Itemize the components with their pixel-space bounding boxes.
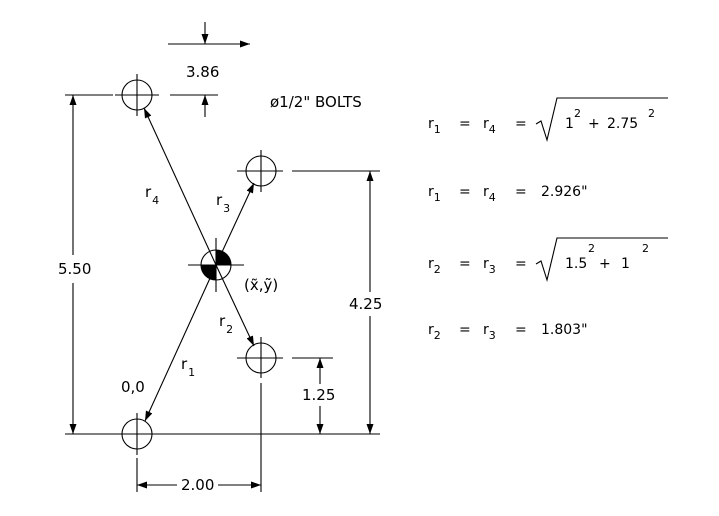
dim-height-right-label: 4.25 bbox=[349, 295, 382, 313]
eq3-radical bbox=[535, 237, 668, 283]
eq3-rad-a-exp: 2 bbox=[588, 242, 595, 255]
svg-text:=: = bbox=[515, 116, 527, 132]
equations: r1 = r4 = 1 2 + 2.75 2 r1 = r4 = 2.926" … bbox=[428, 97, 668, 342]
eq1-radical bbox=[535, 97, 668, 143]
svg-text:=: = bbox=[459, 184, 471, 200]
eq3-lhs-a: r2 bbox=[428, 256, 441, 276]
equation-4: r2 = r3 = 1.803" bbox=[428, 322, 588, 342]
bolt-hole-right-upper bbox=[237, 150, 283, 192]
eq1-lhs-b: r4 bbox=[483, 116, 496, 136]
r4-vector bbox=[143, 107, 217, 266]
svg-text:=: = bbox=[515, 256, 527, 272]
svg-text:=: = bbox=[459, 322, 471, 338]
equation-2: r1 = r4 = 2.926" bbox=[428, 184, 588, 204]
origin-label: 0,0 bbox=[121, 378, 145, 396]
eq2-lhs-b: r4 bbox=[483, 184, 496, 204]
eq4-lhs-b: r3 bbox=[483, 322, 496, 342]
r1-label: r1 bbox=[181, 355, 195, 379]
svg-text:=: = bbox=[459, 116, 471, 132]
eq1-lhs-a: r1 bbox=[428, 116, 441, 136]
svg-text:=: = bbox=[515, 184, 527, 200]
bolt-hole-right-lower bbox=[237, 337, 283, 378]
eq2-lhs-a: r1 bbox=[428, 184, 441, 204]
eq3-rad-b-exp: 2 bbox=[642, 242, 649, 255]
r3-vector bbox=[215, 182, 255, 266]
eq4-rhs: 1.803" bbox=[541, 322, 588, 338]
eq2-rhs: 2.926" bbox=[541, 184, 588, 200]
svg-text:=: = bbox=[459, 256, 471, 272]
radius-labels: r1 r2 r3 r4 bbox=[145, 183, 233, 379]
dimension-lines bbox=[65, 22, 380, 492]
r2-label: r2 bbox=[219, 312, 233, 336]
eq3-lhs-b: r3 bbox=[483, 256, 496, 276]
dim-height-low-label: 1.25 bbox=[302, 386, 335, 404]
dim-width-label: 2.00 bbox=[181, 476, 214, 494]
svg-text:=: = bbox=[515, 322, 527, 338]
equation-3: r2 = r3 = 1.5 2 + 1 2 bbox=[428, 237, 668, 283]
dim-height-total-label: 5.50 bbox=[58, 260, 91, 278]
eq4-lhs-a: r2 bbox=[428, 322, 441, 342]
eq1-rad-a: 1 bbox=[565, 116, 574, 132]
equation-1: r1 = r4 = 1 2 + 2.75 2 bbox=[428, 97, 668, 143]
r4-label: r4 bbox=[145, 183, 159, 207]
r1-vector bbox=[144, 264, 217, 422]
dimension-labels: 3.86 5.50 4.25 1.25 2.00 bbox=[58, 63, 382, 494]
radius-vectors bbox=[143, 107, 255, 422]
eq3-rad-a: 1.5 bbox=[565, 256, 587, 272]
eq1-rad-b-exp: 2 bbox=[648, 107, 655, 120]
centroid-label: (x̃,ỹ) bbox=[244, 276, 278, 294]
bolt-hole-top-left bbox=[115, 74, 159, 116]
dim-offset-label: 3.86 bbox=[186, 63, 219, 81]
bolt-note: ø1/2" BOLTS bbox=[270, 93, 362, 111]
eq1-rad-a-exp: 2 bbox=[574, 107, 581, 120]
eq3-rad-b: 1 bbox=[621, 256, 630, 272]
eq1-plus: + bbox=[588, 116, 600, 132]
eq3-plus: + bbox=[599, 256, 611, 272]
r2-vector bbox=[215, 264, 255, 347]
eq1-rad-b: 2.75 bbox=[607, 116, 638, 132]
r3-label: r3 bbox=[216, 191, 230, 215]
